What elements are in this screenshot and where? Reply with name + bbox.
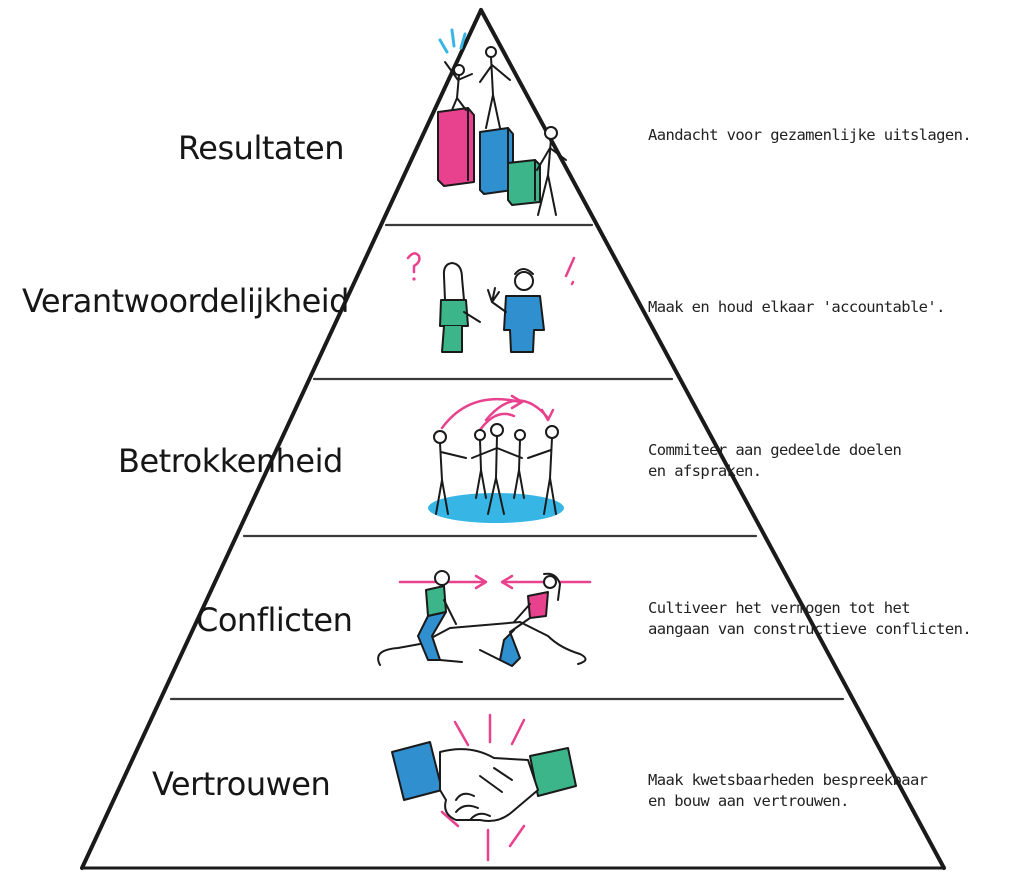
tug-of-war-icon: [377, 570, 592, 667]
layer-label-verantwoordelijkheid: Verantwoordelijkheid: [22, 282, 349, 320]
layer-description-verantwoordelijkheid: Maak en houd elkaar 'accountable'.: [648, 297, 945, 318]
people-circle-icon: [428, 394, 564, 523]
layer-description-resultaten: Aandacht voor gezamenlijke uitslagen.: [648, 125, 972, 146]
description-line: Maak kwetsbaarheden bespreekbaar: [648, 771, 928, 789]
description-line: aangaan van constructieve conflicten.: [648, 619, 972, 638]
description-line: Commiteer aan gedeelde doelen: [648, 441, 902, 459]
layer-label-betrokkenheid: Betrokkenheid: [118, 442, 343, 480]
podium-people-icon: [437, 28, 567, 216]
layer-label-resultaten: Resultaten: [178, 129, 345, 167]
description-line: Cultiveer het vermogen tot het: [648, 599, 911, 617]
layer-label-vertrouwen: Vertrouwen: [152, 765, 331, 803]
description-line: en bouw aan vertrouwen.: [648, 791, 849, 810]
description-line: Maak en houd elkaar 'accountable'.: [648, 298, 945, 316]
two-people-discussing-icon: [406, 252, 576, 353]
handshake-icon: [391, 713, 577, 862]
description-line: Aandacht voor gezamenlijke uitslagen.: [648, 126, 972, 144]
layer-label-conflicten: Conflicten: [196, 601, 353, 639]
layer-description-betrokkenheid: Commiteer aan gedeelde doelen en afsprak…: [648, 440, 902, 482]
layer-description-vertrouwen: Maak kwetsbaarheden bespreekbaar en bouw…: [648, 770, 928, 812]
layer-description-conflicten: Cultiveer het vermogen tot het aangaan v…: [648, 598, 972, 640]
layer-dividers: [169, 223, 845, 701]
description-line: en afspraken.: [648, 461, 762, 480]
